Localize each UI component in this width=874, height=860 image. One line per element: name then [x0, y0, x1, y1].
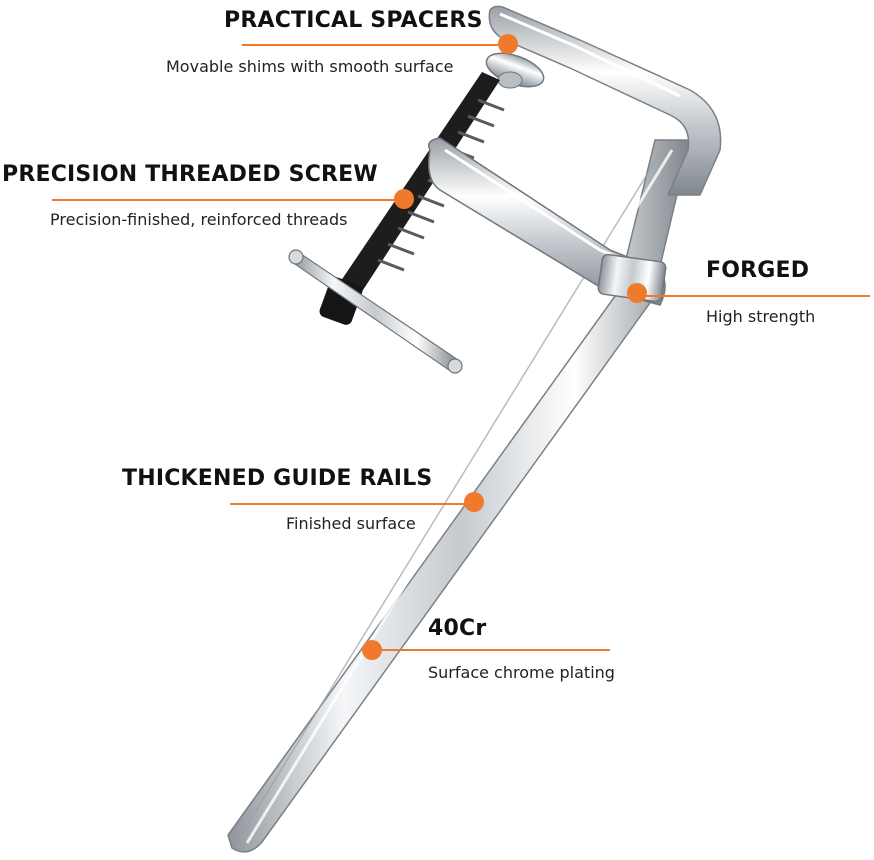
callout-spacers-marker [242, 34, 518, 54]
callout-rails-title: THICKENED GUIDE RAILS [122, 466, 433, 491]
callout-material-marker [362, 640, 610, 660]
t-handle [288, 249, 463, 374]
fixed-jaw [488, 5, 722, 196]
callout-screw-title: PRECISION THREADED SCREW [2, 162, 378, 187]
guide-rail [227, 139, 691, 853]
sliding-arm [428, 137, 667, 306]
callout-rails-marker [230, 492, 484, 512]
callout-forged-title: FORGED [706, 258, 810, 283]
callout-screw-marker [52, 189, 414, 209]
callout-spacers-title: PRACTICAL SPACERS [224, 8, 483, 33]
callout-forged-subtitle: High strength [706, 307, 816, 326]
callout-material-title: 40Cr [428, 616, 487, 641]
callout-forged-marker [627, 283, 870, 303]
callout-spacers-subtitle: Movable shims with smooth surface [166, 57, 454, 76]
spacer-pad [485, 52, 545, 89]
callout-material-subtitle: Surface chrome plating [428, 663, 615, 682]
callout-rails-subtitle: Finished surface [286, 514, 416, 533]
callout-screw-subtitle: Precision-finished, reinforced threads [50, 210, 348, 229]
